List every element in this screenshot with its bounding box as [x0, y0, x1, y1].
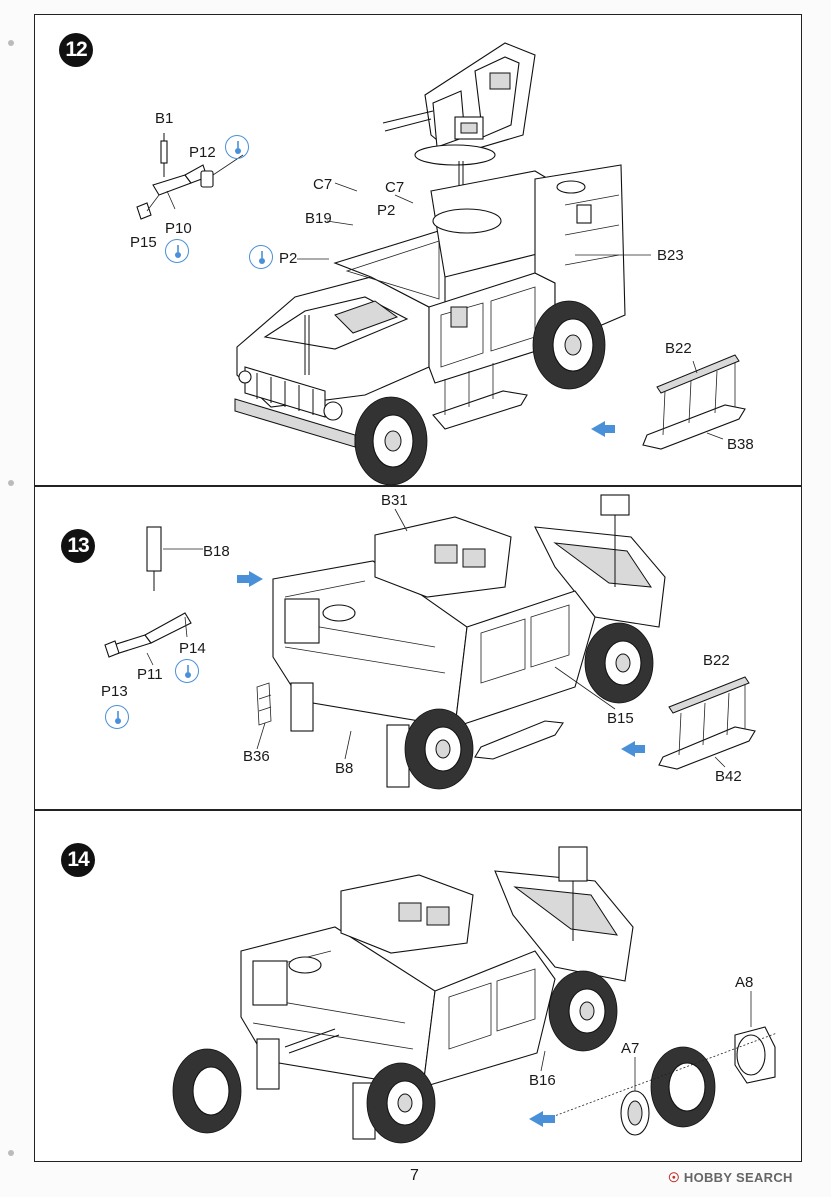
part-label-c7-right: C7 — [385, 179, 405, 196]
step-14-drawing — [172, 846, 778, 1144]
part-label-b23: B23 — [657, 247, 684, 264]
rear-wheel — [532, 300, 606, 390]
vehicle-hull — [256, 494, 666, 788]
exploded-wheel — [540, 1026, 778, 1136]
part-label-b18: B18 — [203, 543, 230, 560]
registration-mark — [8, 480, 14, 486]
part-label-a7: A7 — [621, 1040, 640, 1057]
front-wheel — [548, 970, 618, 1052]
vehicle-hull — [234, 164, 626, 448]
mirror-arm-subassembly — [104, 526, 203, 666]
front-wheel — [584, 622, 654, 704]
part-label-b19: B19 — [305, 210, 332, 227]
part-label-b1: B1 — [155, 110, 174, 127]
part-label-b22: B22 — [703, 652, 730, 669]
step-14-panel: 14 — [34, 810, 802, 1162]
registration-mark — [8, 1150, 14, 1156]
leader-lines — [212, 154, 724, 440]
registration-mark — [8, 40, 14, 46]
glue-drop-icon — [225, 135, 249, 159]
part-label-p13: P13 — [101, 683, 128, 700]
part-label-p2-top: P2 — [377, 202, 396, 219]
glue-drop-icon — [105, 705, 129, 729]
part-label-c7-left: C7 — [313, 176, 333, 193]
part-label-p14: P14 — [179, 640, 206, 657]
hobby-search-logo: ☉ HOBBY SEARCH — [668, 1170, 793, 1185]
turret-assembly — [382, 42, 536, 233]
part-label-b31: B31 — [381, 492, 408, 509]
glue-drop-icon — [175, 659, 199, 683]
part-label-b38: B38 — [727, 436, 754, 453]
part-label-b8: B8 — [335, 760, 354, 777]
mirror-subassembly — [136, 133, 214, 220]
part-label-p10: P10 — [165, 220, 192, 237]
step-number: 12 — [59, 33, 93, 67]
step-13-drawing — [104, 494, 756, 790]
blue-direction-arrow-icon — [237, 571, 263, 587]
leader-lines — [540, 991, 752, 1091]
loose-wheel — [172, 1048, 242, 1134]
part-label-b42: B42 — [715, 768, 742, 785]
part-label-b15: B15 — [607, 710, 634, 727]
step-13-panel: 13 — [34, 486, 802, 810]
blue-direction-arrow-icon — [529, 1111, 555, 1127]
part-label-p12: P12 — [189, 144, 216, 161]
part-label-p2-left: P2 — [279, 250, 298, 267]
part-label-a8: A8 — [735, 974, 754, 991]
glue-drop-icon — [249, 245, 273, 269]
part-label-p11: P11 — [137, 666, 163, 683]
blue-direction-arrow-icon — [621, 741, 645, 757]
rear-wheel — [404, 708, 474, 790]
watermark-text: HOBBY SEARCH — [683, 1170, 793, 1185]
part-label-b36: B36 — [243, 748, 270, 765]
step-12-panel: 12 — [34, 14, 802, 486]
front-wheel — [354, 396, 428, 486]
page-number: 7 — [410, 1167, 419, 1184]
step-number: 14 — [61, 843, 95, 877]
leader-lines — [256, 508, 726, 768]
step-12-drawing — [136, 42, 746, 486]
rear-wheel — [366, 1062, 436, 1144]
part-label-b16: B16 — [529, 1072, 556, 1089]
glue-drop-icon — [165, 239, 189, 263]
side-step-detail — [658, 676, 756, 770]
part-label-p15: P15 — [130, 234, 157, 251]
side-step-detail — [642, 354, 746, 450]
step-number: 13 — [61, 529, 95, 563]
part-label-b22: B22 — [665, 340, 692, 357]
blue-direction-arrow-icon — [591, 421, 615, 437]
